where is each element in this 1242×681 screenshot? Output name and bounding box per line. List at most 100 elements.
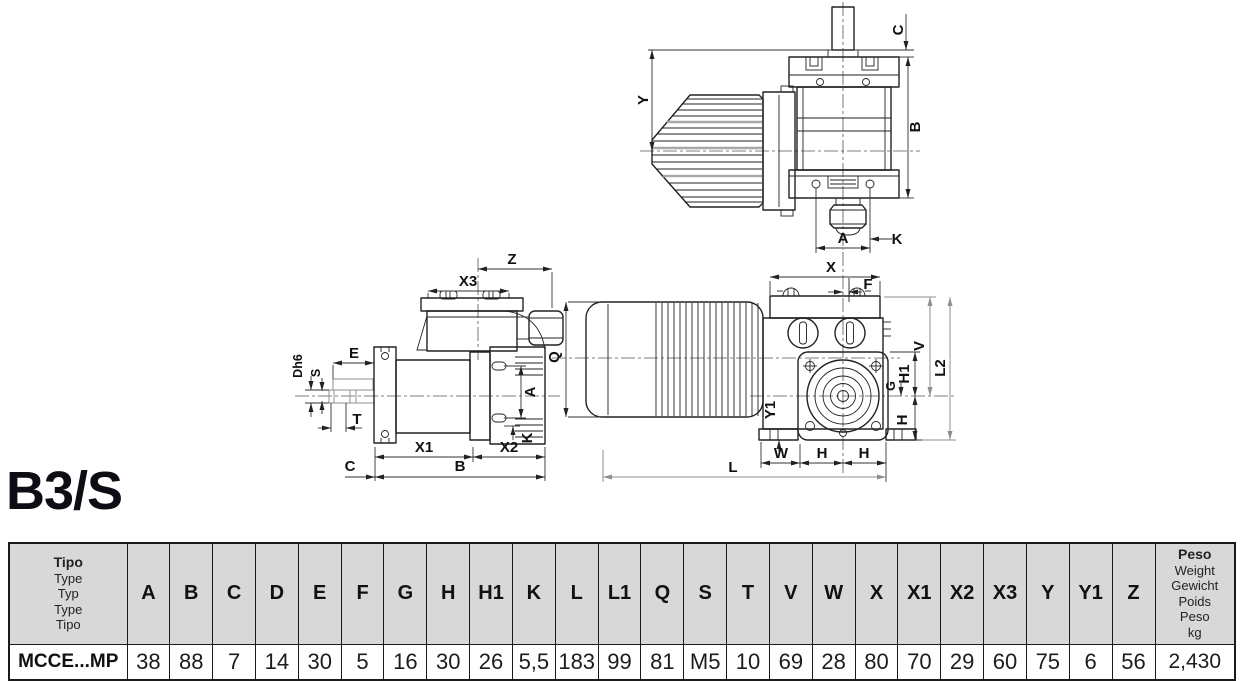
weight-header-line: Peso (1178, 546, 1212, 563)
dim-label-t: T (352, 411, 361, 428)
weight-header-cell: Peso Weight Gewicht Poids Peso kg (1154, 542, 1236, 645)
dimensions-table: Tipo Type Typ Type Tipo A B C D E F G H … (8, 542, 1236, 681)
weight-header-line: kg (1187, 624, 1202, 640)
type-header-line: Type (54, 570, 83, 586)
dim-label-v: V (911, 341, 928, 351)
col-header: Q (640, 542, 685, 645)
dim-label-c-top: C (890, 24, 907, 35)
dim-value-cell: 30 (426, 643, 471, 681)
type-header-line: Typ (57, 586, 79, 601)
type-header-cell: Tipo Type Typ Type Tipo (8, 542, 128, 645)
dim-label-f: F (863, 276, 872, 293)
dim-label-dh6: Dh6 (291, 354, 305, 378)
col-header: H (426, 542, 471, 645)
col-header: S (683, 542, 728, 645)
center-lines (295, 258, 560, 397)
dim-label-a-top: A (838, 230, 849, 247)
col-header: X (854, 542, 899, 645)
dim-value-cell: 80 (854, 643, 899, 681)
col-header: Y1 (1068, 542, 1113, 645)
col-header: T (726, 542, 770, 645)
dim-value-cell: 29 (940, 643, 985, 681)
dim-label-y1: Y1 (762, 401, 779, 419)
dim-value-cell: 5 (340, 643, 385, 681)
motor-front-view (585, 301, 764, 418)
dim-label-l: L (728, 459, 737, 476)
type-value-cell: MCCE...MP (8, 643, 128, 681)
col-header: Y (1025, 542, 1070, 645)
dim-label-g: G (884, 381, 898, 391)
col-header: F (340, 542, 385, 645)
col-header: A (126, 542, 171, 645)
gearbox-front-view (758, 278, 917, 441)
side-view-drawing: Z X3 E Dh6 S T A K (291, 252, 564, 481)
dim-label-b-top: B (907, 121, 924, 132)
dim-label-w: W (774, 445, 789, 462)
col-header: L (554, 542, 599, 645)
weight-header-line: Gewicht (1171, 578, 1219, 594)
hollow-shaft (328, 378, 375, 404)
gearbox-top-view (762, 6, 900, 236)
dim-value-cell: 81 (640, 643, 685, 681)
dim-label-h1: H1 (896, 364, 913, 383)
type-header-line: Type (54, 601, 83, 617)
center-lines (552, 252, 955, 475)
col-header: V (768, 542, 813, 645)
dim-label-k-side: K (519, 432, 536, 443)
weight-value-cell: 2,430 (1154, 643, 1236, 681)
center-lines (640, 2, 920, 250)
col-header: W (811, 542, 856, 645)
dim-label-x1: X1 (415, 439, 433, 456)
type-header-line: Tipo (53, 554, 83, 570)
col-header: Z (1111, 542, 1156, 645)
dim-value-cell: 6 (1068, 643, 1113, 681)
dim-label-z: Z (507, 252, 516, 268)
col-header: D (254, 542, 299, 645)
dim-label-h-bottom2: H (859, 445, 870, 462)
front-view-dimensions: Q X F V L2 H1 G H Y1 (546, 259, 956, 482)
dim-label-x3: X3 (459, 273, 477, 290)
dim-label-c-side: C (345, 458, 356, 475)
dim-value-cell: 16 (383, 643, 428, 681)
dim-label-e: E (349, 345, 359, 362)
side-view-dimensions: Z X3 E Dh6 S T A K (291, 252, 553, 481)
col-header: K (511, 542, 556, 645)
table-value-row: MCCE...MP 38 88 7 14 30 5 16 30 26 5,5 1… (8, 643, 1236, 681)
dim-label-h-bottom1: H (817, 445, 828, 462)
dim-value-cell: 56 (1111, 643, 1156, 681)
dim-value-cell: 26 (469, 643, 513, 681)
dim-label-k-top: K (892, 231, 903, 248)
dim-value-cell: 10 (726, 643, 770, 681)
dim-label-x: X (826, 259, 836, 276)
dim-label-b-side: B (455, 458, 466, 475)
col-header: H1 (469, 542, 513, 645)
col-header: B (169, 542, 214, 645)
col-header: X3 (983, 542, 1027, 645)
col-header: X2 (940, 542, 985, 645)
weight-header-line: Peso (1179, 609, 1210, 625)
motor-top-view (651, 94, 764, 208)
dim-label-q: Q (546, 351, 563, 363)
dim-label-s: S (309, 369, 323, 377)
dim-value-cell: 70 (897, 643, 942, 681)
weight-header-line: Poids (1178, 593, 1212, 609)
col-header: G (383, 542, 428, 645)
dim-value-cell: M5 (683, 643, 728, 681)
dim-value-cell: 88 (169, 643, 214, 681)
dim-value-cell: 99 (597, 643, 642, 681)
dim-value-cell: 38 (126, 643, 171, 681)
col-header: L1 (597, 542, 642, 645)
top-view-dimensions: C Y B A K (635, 14, 924, 253)
dim-label-a-side: A (522, 386, 539, 397)
dim-label-x2: X2 (500, 439, 518, 456)
dim-value-cell: 69 (768, 643, 813, 681)
dim-value-cell: 14 (254, 643, 299, 681)
dim-value-cell: 5,5 (511, 643, 556, 681)
col-header: C (212, 542, 256, 645)
mounting-position-title: B3/S (6, 461, 123, 521)
col-header: X1 (897, 542, 942, 645)
dim-value-cell: 30 (297, 643, 342, 681)
dim-value-cell: 28 (811, 643, 856, 681)
gearbox-side-view (373, 290, 564, 445)
